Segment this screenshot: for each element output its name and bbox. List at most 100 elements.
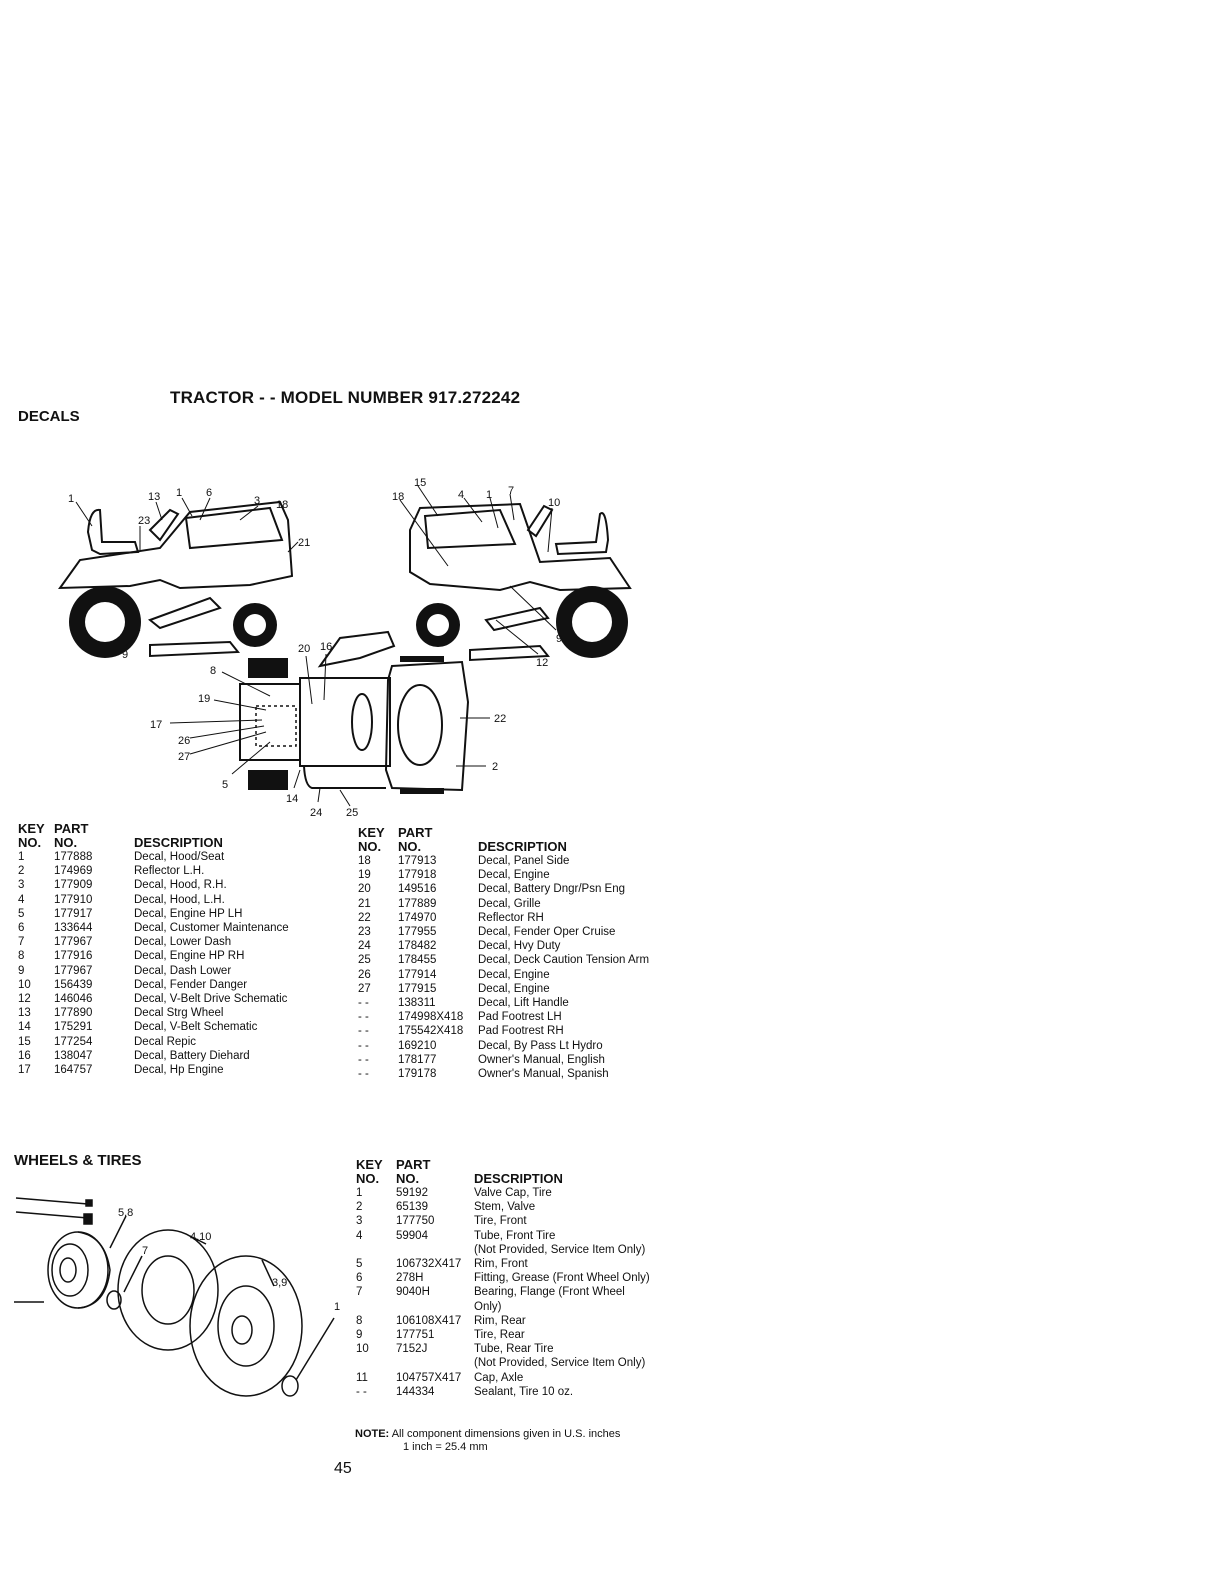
wheels-exploded-diagram: 5,8 4,10 7 3,9 1	[14, 1197, 340, 1397]
key-cell: 5	[18, 907, 25, 920]
part-number-cell: 177913	[398, 855, 437, 867]
key-cell: 10	[18, 978, 31, 991]
key-cell: 17	[18, 1064, 31, 1077]
table-header: NO. NO. DESCRIPTION	[356, 1172, 563, 1186]
description-cell: Decal, Engine	[478, 968, 550, 981]
key-cell	[356, 1356, 396, 1370]
table-header: KEY PART	[356, 1158, 563, 1172]
description-cell: Rim, Rear	[474, 1314, 526, 1327]
part-header-1: PART	[54, 821, 89, 836]
part-number-cell: 169210	[398, 1039, 437, 1052]
part-header-2: NO.	[54, 835, 78, 850]
key-cell: 18	[358, 855, 371, 867]
part-number-cell: 178482	[398, 940, 437, 953]
callout: 23	[138, 515, 150, 527]
callout: 18	[276, 499, 288, 511]
key-header-1: KEY	[356, 1157, 383, 1172]
page-number: 45	[334, 1460, 352, 1477]
callout: 16	[320, 641, 332, 653]
note-line-1: All component dimensions given in U.S. i…	[391, 1428, 621, 1440]
key-cell: 27	[358, 982, 371, 995]
description-cell: Valve Cap, Tire	[474, 1187, 552, 1199]
part-number-cell: 177967	[54, 936, 93, 949]
callout: 20	[298, 643, 310, 655]
callout: 12	[536, 657, 548, 669]
description-cell: Decal, Panel Side	[478, 855, 570, 867]
key-cell	[356, 1243, 396, 1257]
key-cell: - -	[358, 1039, 369, 1052]
wheels-heading: WHEELS & TIRES	[14, 1152, 142, 1169]
key-cell: 6	[356, 1272, 363, 1285]
part-number-cell: 174998X418	[398, 1011, 464, 1024]
description-cell: Tube, Rear Tire	[474, 1343, 554, 1356]
callout: 4	[458, 489, 464, 501]
description-cell: Sealant, Tire 10 oz.	[474, 1385, 574, 1398]
part-number-cell: 177915	[398, 982, 437, 995]
part-number-cell: 177917	[54, 907, 93, 920]
description-cell: Pad Footrest RH	[478, 1025, 564, 1038]
note-label: NOTE:	[355, 1428, 390, 1440]
part-number-cell: 177750	[396, 1215, 435, 1228]
part-number-cell: 106108X417	[396, 1314, 462, 1327]
part-number-cell: 177916	[54, 950, 93, 963]
part-number-cell: 138311	[398, 997, 436, 1010]
part-number-cell	[396, 1243, 474, 1257]
callout: 8	[210, 665, 216, 677]
part-number-cell: 146046	[54, 993, 93, 1006]
key-cell: - -	[358, 1011, 369, 1024]
part-number-cell: 178455	[398, 954, 437, 967]
part-number-cell: 177967	[54, 964, 93, 977]
key-cell: 1	[18, 851, 25, 863]
part-number-cell: 65139	[396, 1201, 428, 1214]
description-cell: Stem, Valve	[474, 1201, 536, 1214]
note-line-2: 1 inch = 25.4 mm	[403, 1441, 488, 1453]
part-number-cell: 9040H	[396, 1286, 430, 1299]
decals-diagram: 1 13 1 6 3 18 23 21 9 15 18 4 1 7 10 9 1…	[58, 477, 632, 819]
part-number-cell: 177888	[54, 851, 93, 863]
callout: 1	[486, 489, 492, 501]
page-title: TRACTOR - - MODEL NUMBER 917.272242	[170, 388, 521, 407]
key-cell: 3	[18, 879, 25, 892]
part-number-cell: 177910	[54, 893, 93, 906]
description-cell: Decal, Fender Oper Cruise	[478, 926, 616, 939]
key-cell: - -	[358, 1025, 369, 1038]
callout: 1	[68, 493, 74, 505]
part-number-cell: 177751	[396, 1329, 435, 1342]
part-header-1: PART	[398, 825, 433, 840]
description-cell: Only)	[474, 1300, 502, 1313]
table-row: 18 177913 Decal, Panel Side	[358, 854, 649, 868]
description-cell: Decal, Customer Maintenance	[134, 922, 289, 935]
part-number-cell: 104757X417	[396, 1371, 462, 1384]
key-header-1: KEY	[18, 821, 45, 836]
key-cell: 15	[18, 1035, 31, 1048]
callout: 15	[414, 477, 426, 489]
part-number-cell: 177254	[54, 1035, 93, 1048]
table-header: NO. NO. DESCRIPTION	[358, 840, 567, 854]
description-cell: Reflector RH	[478, 911, 544, 924]
part-number-cell: 175542X418	[398, 1025, 464, 1038]
key-cell: - -	[358, 1068, 369, 1081]
key-cell: 8	[18, 950, 25, 963]
table-header: KEY PART	[18, 822, 223, 836]
part-header-2: NO.	[398, 839, 422, 854]
description-cell: Reflector L.H.	[134, 865, 205, 878]
key-cell: 7	[18, 936, 25, 949]
description-cell: Decal, Grille	[478, 897, 541, 910]
